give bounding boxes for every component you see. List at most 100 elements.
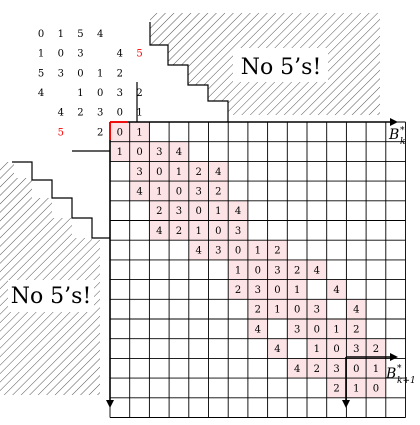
cell-highlight — [267, 338, 288, 359]
svg-text:*: * — [397, 364, 402, 374]
matrix-cell: 2 — [149, 200, 170, 221]
cell-value: 3 — [255, 285, 261, 296]
axes — [106, 118, 398, 408]
cell-highlight — [247, 299, 268, 319]
outside-number: 4 — [97, 29, 103, 40]
cell-value: 0 — [373, 383, 379, 394]
cell-value: 2 — [235, 285, 241, 296]
cell-highlight — [267, 259, 288, 280]
cell-highlight — [346, 299, 367, 319]
matrix-cell: 2 — [228, 279, 248, 300]
cell-value: 1 — [195, 226, 201, 237]
cell-value: 4 — [274, 344, 280, 355]
matrix-cell: 0 — [287, 299, 307, 319]
matrix-cell: 1 — [287, 279, 307, 300]
cell-highlight — [307, 358, 327, 379]
cell-value: 4 — [136, 186, 142, 197]
cell-highlight — [228, 259, 248, 280]
matrix-cell: 2 — [366, 338, 386, 359]
cell-highlight — [188, 220, 209, 241]
cell-highlight — [129, 161, 150, 182]
matrix-cell: 0 — [267, 279, 288, 300]
cell-value: 3 — [215, 246, 221, 257]
matrix-cell: 4 — [326, 279, 347, 300]
cell-value: 2 — [294, 265, 300, 276]
matrix-cell: 2 — [169, 220, 189, 241]
cell-highlight — [188, 200, 209, 221]
outside-number: 1 — [77, 88, 83, 99]
outside-number: 1 — [136, 108, 142, 119]
matrix-cell: 1 — [346, 378, 367, 398]
matrix-cell: 1 — [267, 299, 288, 319]
cell-value: 0 — [156, 167, 162, 178]
cell-highlight — [169, 161, 189, 182]
cell-value: 3 — [353, 344, 359, 355]
matrix-cell: 0 — [208, 220, 229, 241]
cell-highlight — [307, 299, 327, 319]
top-hatched-region: No 5’s! — [149, 13, 380, 122]
cell-value: 4 — [294, 364, 300, 375]
outside-number: 5 — [38, 68, 44, 79]
cell-value: 1 — [176, 167, 182, 178]
cell-value: 4 — [314, 265, 320, 276]
matrix-cell: 1 — [169, 161, 189, 182]
cell-highlight — [188, 161, 209, 182]
matrix-cell: 4 — [287, 358, 307, 379]
cell-highlight — [307, 259, 327, 280]
matrix-cell: 0 — [188, 200, 209, 221]
svg-text:B: B — [385, 366, 396, 382]
axis-top-label: B * k — [388, 126, 405, 147]
cell-value: 1 — [117, 147, 123, 158]
cell-highlight — [228, 220, 248, 241]
cell-highlight — [346, 378, 367, 398]
outside-number: 1 — [38, 49, 44, 60]
svg-text:k: k — [400, 137, 405, 147]
matrix-cell: 2 — [247, 299, 268, 319]
cell-highlight — [208, 240, 229, 260]
matrix-cell: 3 — [149, 141, 170, 162]
matrix-cell: 0 — [247, 259, 268, 280]
cell-value: 2 — [195, 167, 201, 178]
cell-value: 2 — [333, 383, 339, 394]
cell-value: 1 — [333, 324, 339, 335]
cell-highlight — [129, 181, 150, 201]
cell-value: 1 — [255, 246, 261, 257]
cell-value: 3 — [314, 305, 320, 316]
matrix-cell: 1 — [247, 240, 268, 260]
cell-highlight — [169, 200, 189, 221]
matrix-cell: 1 — [129, 122, 150, 142]
cell-highlight — [287, 259, 307, 280]
cell-value: 2 — [373, 344, 379, 355]
outside-number: 2 — [77, 108, 83, 119]
matrix-cell: 4 — [267, 338, 288, 359]
outside-number: 3 — [58, 68, 64, 79]
matrix-cell: 3 — [267, 259, 288, 280]
cell-highlight — [326, 338, 347, 359]
cell-highlight — [287, 319, 307, 339]
cell-value: 0 — [294, 305, 300, 316]
cell-value: 2 — [215, 186, 221, 197]
cell-highlight — [149, 200, 170, 221]
outside-number: 0 — [117, 108, 123, 119]
cell-value: 4 — [235, 206, 241, 217]
cell-highlight — [149, 220, 170, 241]
outside-number: 4 — [58, 108, 64, 119]
matrix-cell: 3 — [129, 161, 150, 182]
cell-highlight — [326, 279, 347, 300]
cell-value: 4 — [333, 285, 339, 296]
cell-highlight — [169, 220, 189, 241]
matrix-cell: 0 — [346, 358, 367, 379]
cell-value: 0 — [117, 127, 123, 138]
outside-number: 3 — [97, 108, 103, 119]
matrix-cell: 3 — [228, 220, 248, 241]
red-markers — [72, 82, 138, 152]
cell-highlight — [169, 181, 189, 201]
cell-value: 2 — [255, 305, 261, 316]
cell-value: 4 — [215, 167, 221, 178]
matrix-cell: 2 — [287, 259, 307, 280]
cell-highlight — [326, 378, 347, 398]
matrix-cell: 3 — [287, 319, 307, 339]
cell-highlight — [287, 279, 307, 300]
